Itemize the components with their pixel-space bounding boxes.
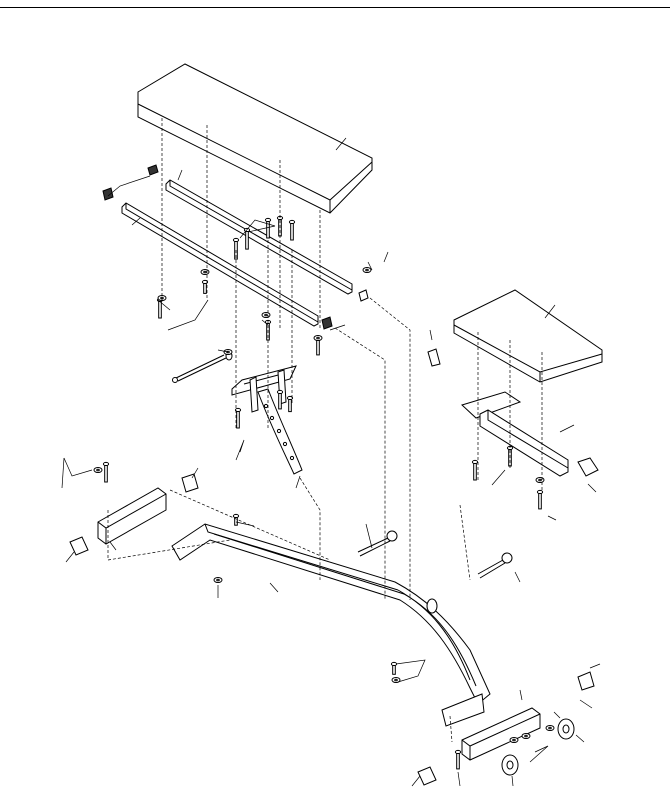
washer-hole xyxy=(316,336,320,340)
washer-hole xyxy=(394,678,398,682)
bolt-shank xyxy=(538,493,542,510)
bolt-shank xyxy=(236,411,240,429)
washer xyxy=(535,477,545,483)
washer xyxy=(509,737,519,743)
washer-hole xyxy=(512,738,516,742)
seat-pad xyxy=(453,289,603,383)
bolt-shank xyxy=(456,753,460,770)
washer-hole xyxy=(548,726,552,730)
bolt-shank xyxy=(392,665,396,675)
alignment-lines xyxy=(107,118,543,743)
washer xyxy=(362,267,372,273)
back-frame-tubes xyxy=(121,179,353,327)
washer xyxy=(200,269,210,275)
washer xyxy=(261,312,271,318)
washer xyxy=(213,577,223,583)
bolt-shank xyxy=(266,221,270,239)
bolt-shank xyxy=(473,463,477,481)
washer xyxy=(313,335,323,341)
pop-pins xyxy=(357,530,513,579)
washer xyxy=(391,677,401,683)
main-frame xyxy=(171,523,491,727)
top-rule xyxy=(0,7,670,8)
back-pad xyxy=(137,63,373,214)
seat-frame xyxy=(427,348,599,477)
bolt-shank xyxy=(234,517,238,526)
bolt-shank xyxy=(316,339,320,356)
tube-end-caps xyxy=(102,164,369,330)
adjustment-bracket xyxy=(231,365,303,475)
washer-hole xyxy=(216,578,220,582)
bolt-shank xyxy=(245,231,249,250)
washer-hole xyxy=(264,313,268,317)
bolt-shank xyxy=(290,223,294,241)
leader-lines xyxy=(61,137,601,787)
washer-hole xyxy=(203,270,207,274)
bolt-shank xyxy=(158,301,162,319)
washer xyxy=(545,725,555,731)
bolt-shank xyxy=(203,283,207,294)
washer xyxy=(521,733,531,739)
bolt-shank xyxy=(278,393,282,410)
washer-hole xyxy=(96,468,100,472)
pivot-bolt xyxy=(172,351,233,383)
washer-hole xyxy=(524,734,528,738)
washer-hole xyxy=(365,268,369,272)
washer xyxy=(93,467,103,473)
rear-stabilizer xyxy=(417,671,595,786)
front-stabilizer xyxy=(69,473,199,556)
washer-hole xyxy=(538,478,542,482)
bolt-shank xyxy=(104,465,108,483)
bolt-shank xyxy=(288,399,292,413)
